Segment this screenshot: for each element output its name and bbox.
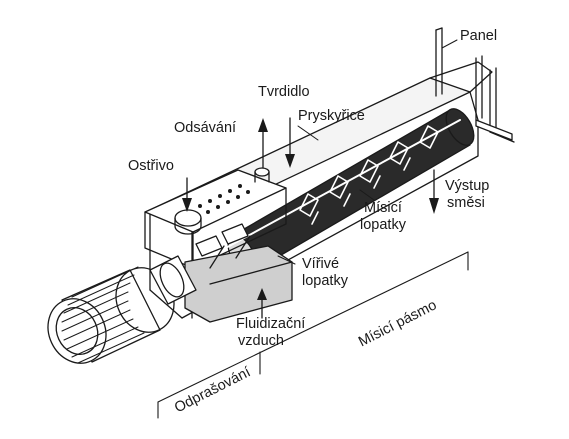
- motor: [47, 255, 197, 364]
- label-vystup-line1: Výstup: [445, 178, 490, 194]
- label-pryskyrice: Pryskyřice: [298, 108, 365, 124]
- label-virive-lopatky-line2: lopatky: [302, 273, 348, 289]
- zone-brackets: [157, 251, 469, 419]
- label-virive-lopatky-line1: Vířivé: [302, 256, 340, 272]
- label-fluidizacni-line2: vzduch: [238, 333, 284, 349]
- label-fluidizacni-line1: Fluidizační: [236, 316, 306, 332]
- label-odsavani: Odsávání: [174, 120, 237, 136]
- mixing-paddles: [299, 125, 439, 225]
- label-tvrdidlo: Tvrdidlo: [258, 84, 310, 100]
- control-panel-stand: [435, 27, 515, 143]
- leader-lines: [277, 39, 458, 265]
- hopper-box: [144, 167, 287, 269]
- label-vystup-line2: směsi: [447, 195, 485, 211]
- label-ostrivo: Ostřivo: [128, 158, 174, 174]
- label-misici-lopatky-line1: Mísicí: [364, 200, 402, 216]
- label-panel: Panel: [460, 28, 498, 44]
- fluidization-chamber: [184, 223, 293, 323]
- label-misici-lopatky-line2: lopatky: [360, 217, 406, 233]
- flow-arrows: [182, 117, 439, 319]
